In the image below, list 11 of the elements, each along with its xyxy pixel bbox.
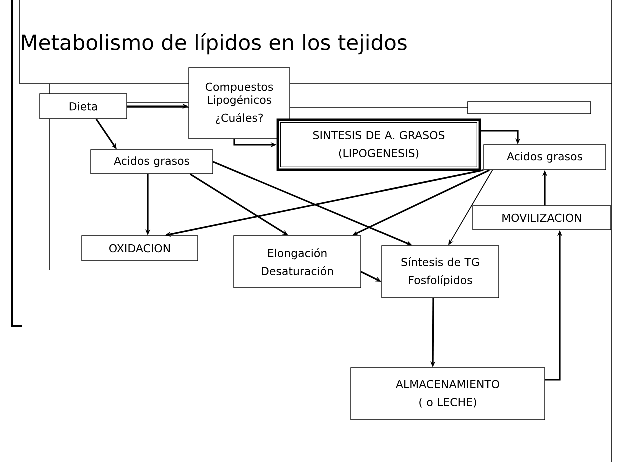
process-box: MOVILIZACION: [472, 206, 612, 230]
process-box: OXIDACION: [82, 236, 198, 262]
process-box: Compuestos Lipogénicos ¿Cuáles?: [188, 68, 290, 140]
lipogenesis-box: SINTESIS DE A. GRASOS (LIPOGENESIS): [276, 118, 482, 172]
process-box: Elongación Desaturación: [234, 236, 362, 288]
process-box: Síntesis de TG Fosfolípidos: [382, 246, 500, 298]
process-box: ALMACENAMIENTO ( o LECHE): [350, 368, 546, 420]
process-box: Acidos grasos: [484, 144, 606, 170]
process-box: Dieta: [40, 94, 128, 120]
process-box: Acidos grasos: [90, 150, 214, 174]
title: Metabolismo de lípidos en los tejidos: [22, 33, 407, 55]
